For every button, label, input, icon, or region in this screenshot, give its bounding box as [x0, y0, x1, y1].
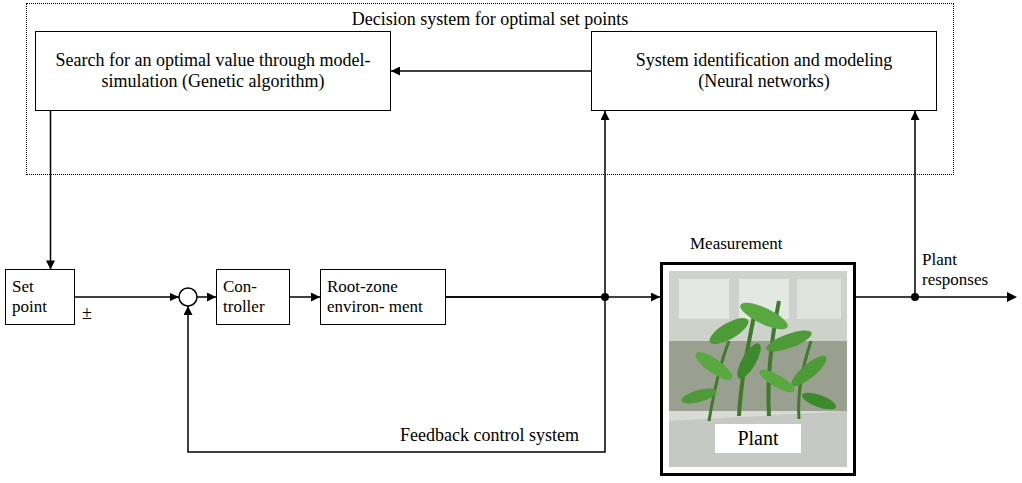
signal-arrow	[50, 111, 52, 269]
arrow-head	[1007, 292, 1017, 302]
node-label: Search for an optimal value through mode…	[55, 50, 371, 91]
sign-label: ±	[82, 303, 92, 324]
node-label: Set point	[12, 277, 68, 316]
node-label: System identification and modeling (Neur…	[611, 50, 917, 91]
node-label: Root-zone environ- ment	[327, 277, 439, 316]
controller-box: Con- troller	[216, 269, 290, 325]
decision-system-frame: Decision system for optimal set pointsSe…	[26, 3, 954, 175]
group-title: Decision system for optimal set points	[27, 9, 953, 30]
arrow-head	[170, 293, 179, 301]
signal-arrow	[391, 70, 591, 72]
plant-box: Plant	[660, 262, 856, 476]
process-box: System identification and modeling (Neur…	[591, 31, 937, 111]
environment-box: Root-zone environ- ment	[320, 269, 446, 325]
output-label: Plant responses	[922, 250, 1018, 289]
node-label: Con- troller	[223, 277, 283, 316]
signal-arrow	[446, 111, 605, 297]
setpoint-box: Set point	[5, 269, 75, 324]
branch-dot	[601, 293, 609, 301]
signal-label: Measurement	[690, 234, 783, 254]
summing-junction	[179, 288, 197, 306]
loop-label: Feedback control system	[400, 425, 579, 446]
process-box: Search for an optimal value through mode…	[35, 31, 391, 111]
node-label: Plant	[715, 424, 800, 453]
signal-arrow	[290, 296, 320, 298]
output-line	[915, 296, 1008, 298]
signal-arrow	[856, 111, 915, 297]
